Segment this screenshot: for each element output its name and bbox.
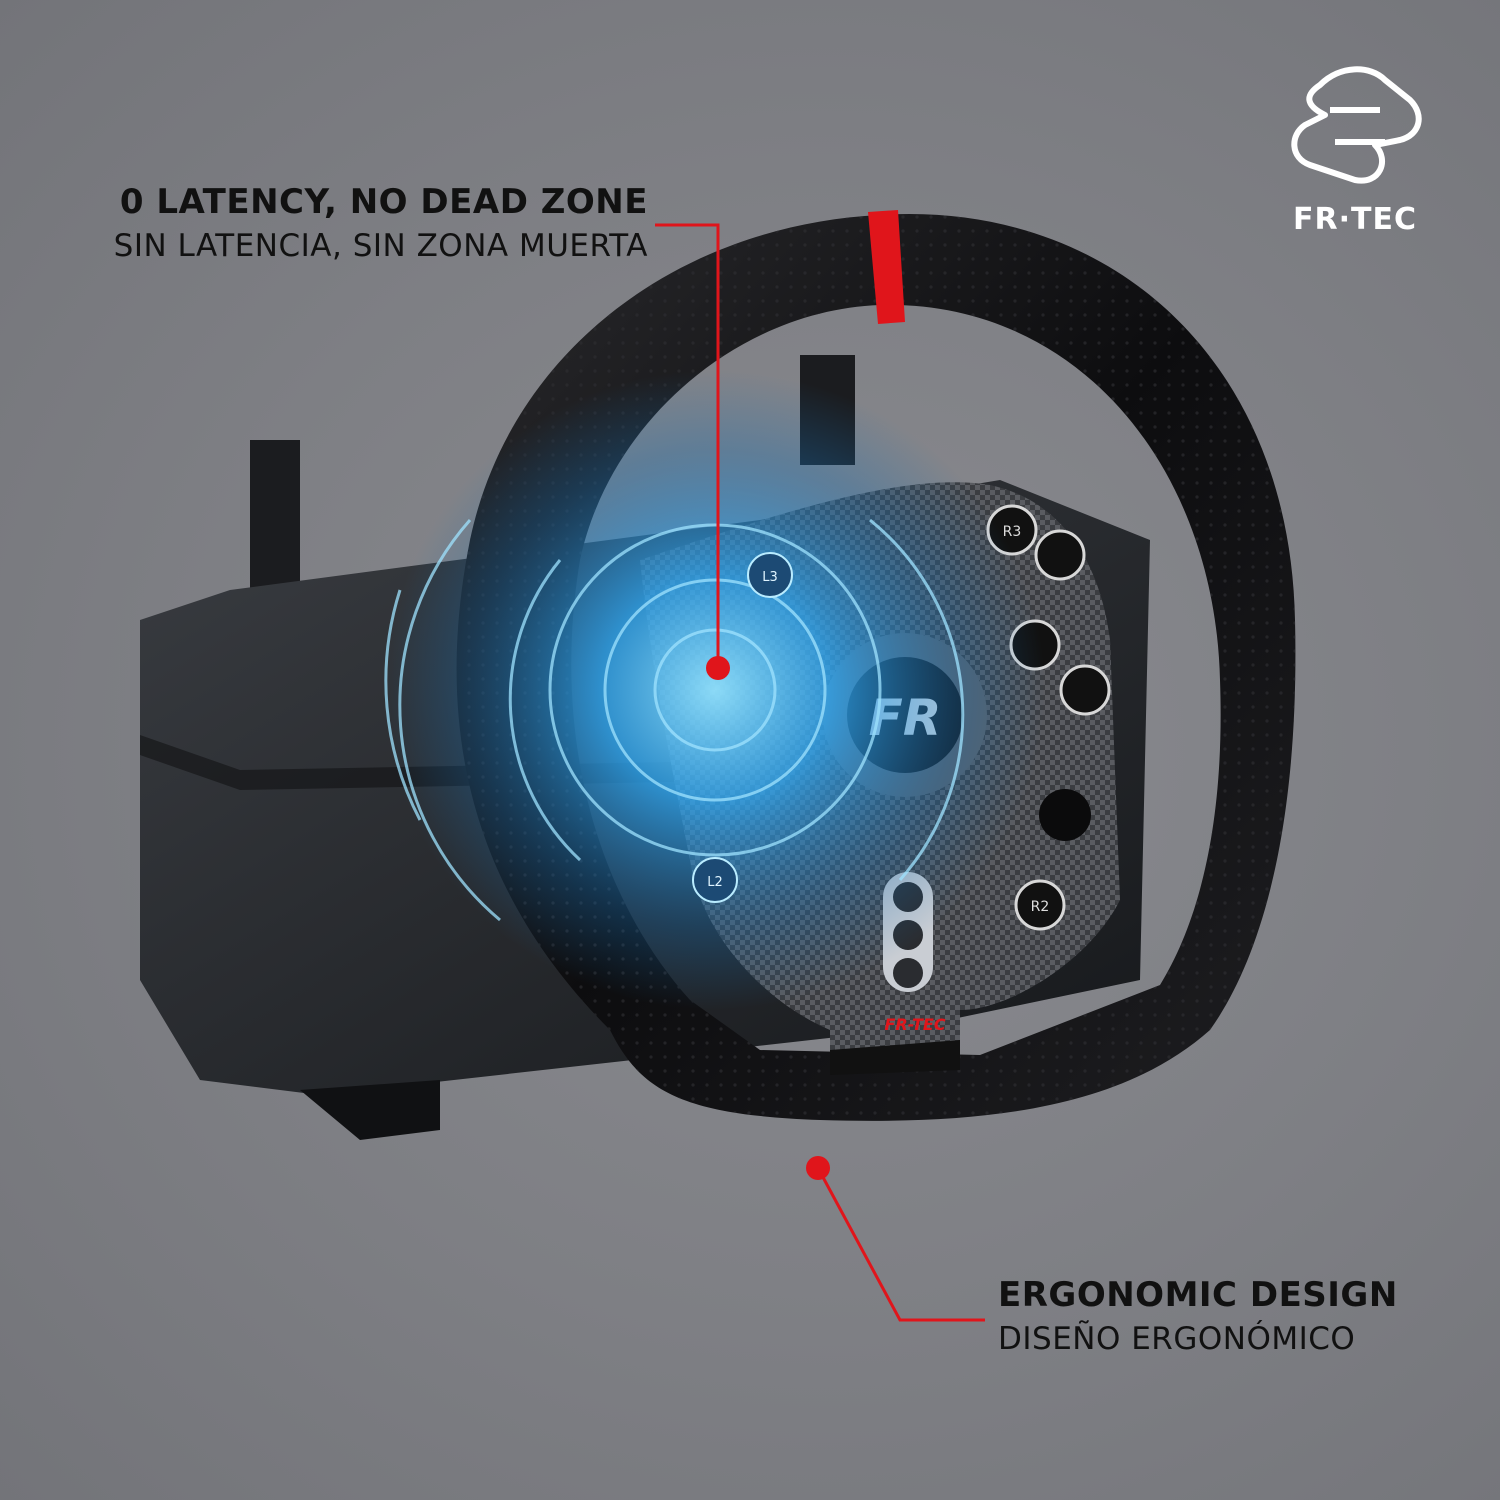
button-options[interactable] xyxy=(1059,664,1111,716)
svg-text:R3: R3 xyxy=(1003,524,1022,540)
callout-latency-title: 0 LATENCY, NO DEAD ZONE xyxy=(119,182,648,222)
callout-leaders xyxy=(655,223,985,1322)
callout-latency-subtitle: SIN LATENCIA, SIN ZONA MUERTA xyxy=(113,228,648,264)
button-l3[interactable]: L3 xyxy=(747,552,793,598)
leader-dot-ergonomic xyxy=(806,1156,830,1180)
brand-logo: FR·TEC xyxy=(1280,60,1430,237)
rotary-knob[interactable] xyxy=(1039,789,1091,841)
leader-dot-latency xyxy=(706,656,730,680)
force-feedback-glow: L3 L2 xyxy=(384,370,1045,1010)
fr-tec-logo-icon xyxy=(1291,66,1422,184)
svg-text:R2: R2 xyxy=(1031,899,1050,915)
leader-line-latency xyxy=(655,223,720,665)
brand-name: FR·TEC xyxy=(1293,202,1417,237)
button-home[interactable] xyxy=(893,958,923,988)
callout-ergonomic: ERGONOMIC DESIGN DISEÑO ERGONÓMICO xyxy=(998,1275,1398,1357)
leader-line-ergonomic xyxy=(816,1167,985,1322)
button-l2[interactable]: L2 xyxy=(692,857,738,903)
svg-text:L2: L2 xyxy=(707,875,723,890)
steering-wheel xyxy=(456,210,1296,1121)
button-r2[interactable]: R2 xyxy=(1014,879,1066,931)
svg-text:L3: L3 xyxy=(762,570,778,585)
button-share[interactable] xyxy=(1034,529,1086,581)
callout-ergonomic-title: ERGONOMIC DESIGN xyxy=(998,1275,1398,1315)
base-foot xyxy=(300,1080,440,1140)
plate-brand-text: FR-TEC xyxy=(884,1015,945,1034)
callout-latency: 0 LATENCY, NO DEAD ZONE SIN LATENCIA, SI… xyxy=(114,182,648,264)
center-marker xyxy=(868,210,905,324)
callout-ergonomic-subtitle: DISEÑO ERGONÓMICO xyxy=(998,1321,1356,1357)
base-clamp-left xyxy=(250,440,300,590)
